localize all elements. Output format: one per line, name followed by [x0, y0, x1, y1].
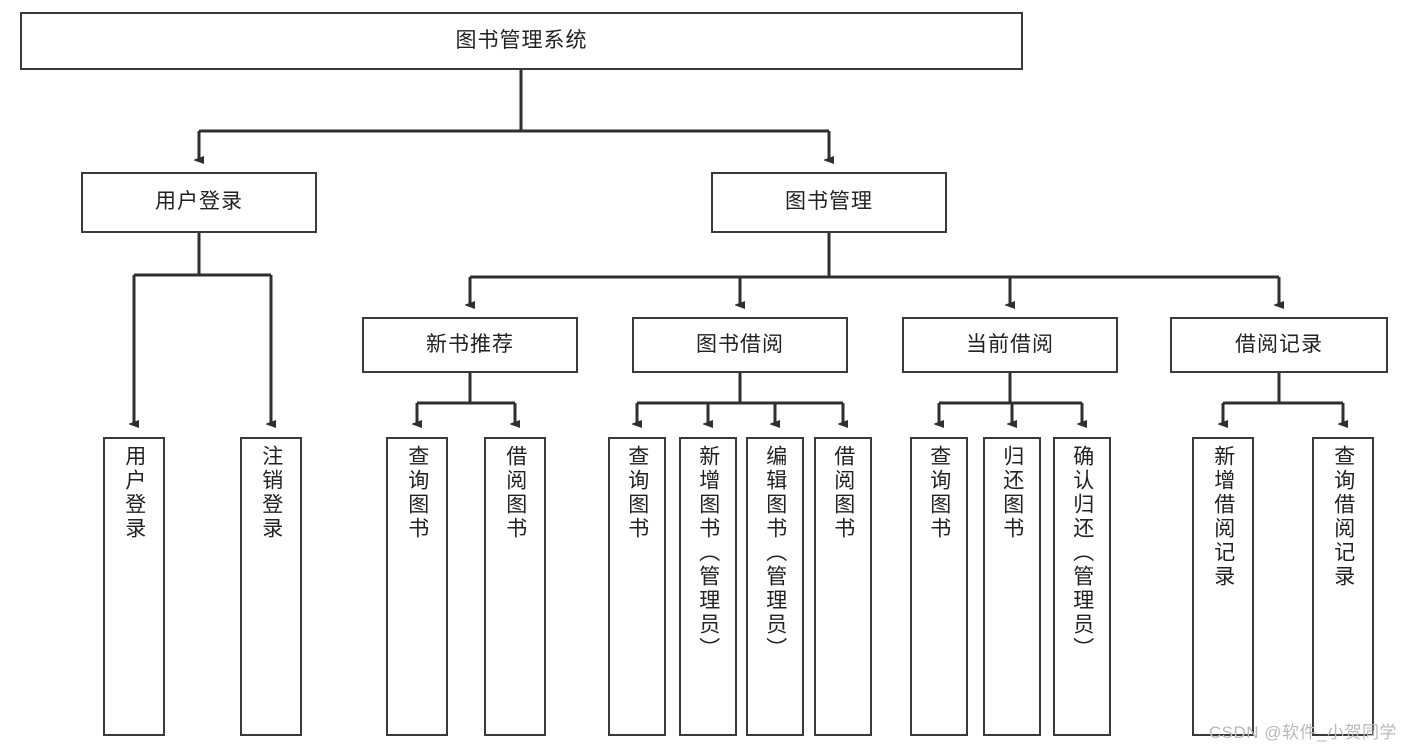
node-user-login[interactable]: 用户登录 — [81, 172, 317, 233]
node-leaf-user-logout-label: 注销登录 — [259, 445, 283, 541]
node-book-borrow-label: 图书借阅 — [696, 332, 784, 356]
node-leaf-borrow-book[interactable]: 借阅图书 — [814, 437, 872, 736]
node-leaf-borrow-book-rec[interactable]: 借阅图书 — [484, 437, 546, 736]
csdn-watermark: CSDN @软件_小贺同学 — [1208, 723, 1397, 742]
node-root[interactable]: 图书管理系统 — [20, 12, 1023, 70]
node-leaf-query-record-label: 查询借阅记录 — [1331, 445, 1355, 589]
node-leaf-query-book-cur-label: 查询图书 — [927, 445, 951, 541]
node-leaf-add-record-label: 新增借阅记录 — [1211, 445, 1235, 589]
node-leaf-add-book[interactable]: 新增图书（管理员） — [679, 437, 737, 736]
node-leaf-edit-book[interactable]: 编辑图书（管理员） — [746, 437, 804, 736]
node-leaf-query-book-cur[interactable]: 查询图书 — [910, 437, 968, 736]
node-leaf-borrow-book-rec-label: 借阅图书 — [503, 445, 527, 541]
node-current-borrow-label: 当前借阅 — [966, 332, 1054, 356]
node-leaf-user-login[interactable]: 用户登录 — [103, 437, 165, 736]
node-leaf-query-book-borrow-label: 查询图书 — [625, 445, 649, 541]
node-new-book-rec[interactable]: 新书推荐 — [362, 317, 578, 373]
node-leaf-confirm-return-label: 确认归还（管理员） — [1070, 445, 1094, 661]
node-leaf-user-logout[interactable]: 注销登录 — [240, 437, 302, 736]
node-borrow-record-label: 借阅记录 — [1235, 332, 1323, 356]
node-leaf-add-record[interactable]: 新增借阅记录 — [1192, 437, 1254, 736]
node-leaf-user-login-label: 用户登录 — [122, 445, 146, 541]
node-book-manage[interactable]: 图书管理 — [711, 172, 947, 233]
node-leaf-return-book[interactable]: 归还图书 — [983, 437, 1041, 736]
node-book-borrow[interactable]: 图书借阅 — [632, 317, 848, 373]
node-current-borrow[interactable]: 当前借阅 — [902, 317, 1118, 373]
node-leaf-edit-book-label: 编辑图书（管理员） — [763, 445, 787, 661]
node-leaf-return-book-label: 归还图书 — [1000, 445, 1024, 541]
node-leaf-query-book-rec[interactable]: 查询图书 — [386, 437, 448, 736]
node-leaf-add-book-label: 新增图书（管理员） — [696, 445, 720, 661]
node-leaf-confirm-return[interactable]: 确认归还（管理员） — [1053, 437, 1111, 736]
node-leaf-query-book-borrow[interactable]: 查询图书 — [608, 437, 666, 736]
node-book-manage-label: 图书管理 — [785, 190, 873, 214]
node-user-login-label: 用户登录 — [155, 190, 243, 214]
node-borrow-record[interactable]: 借阅记录 — [1170, 317, 1388, 373]
node-leaf-borrow-book-label: 借阅图书 — [831, 445, 855, 541]
node-leaf-query-book-rec-label: 查询图书 — [405, 445, 429, 541]
node-root-label: 图书管理系统 — [455, 28, 588, 52]
node-new-book-rec-label: 新书推荐 — [426, 332, 514, 356]
node-leaf-query-record[interactable]: 查询借阅记录 — [1312, 437, 1374, 736]
